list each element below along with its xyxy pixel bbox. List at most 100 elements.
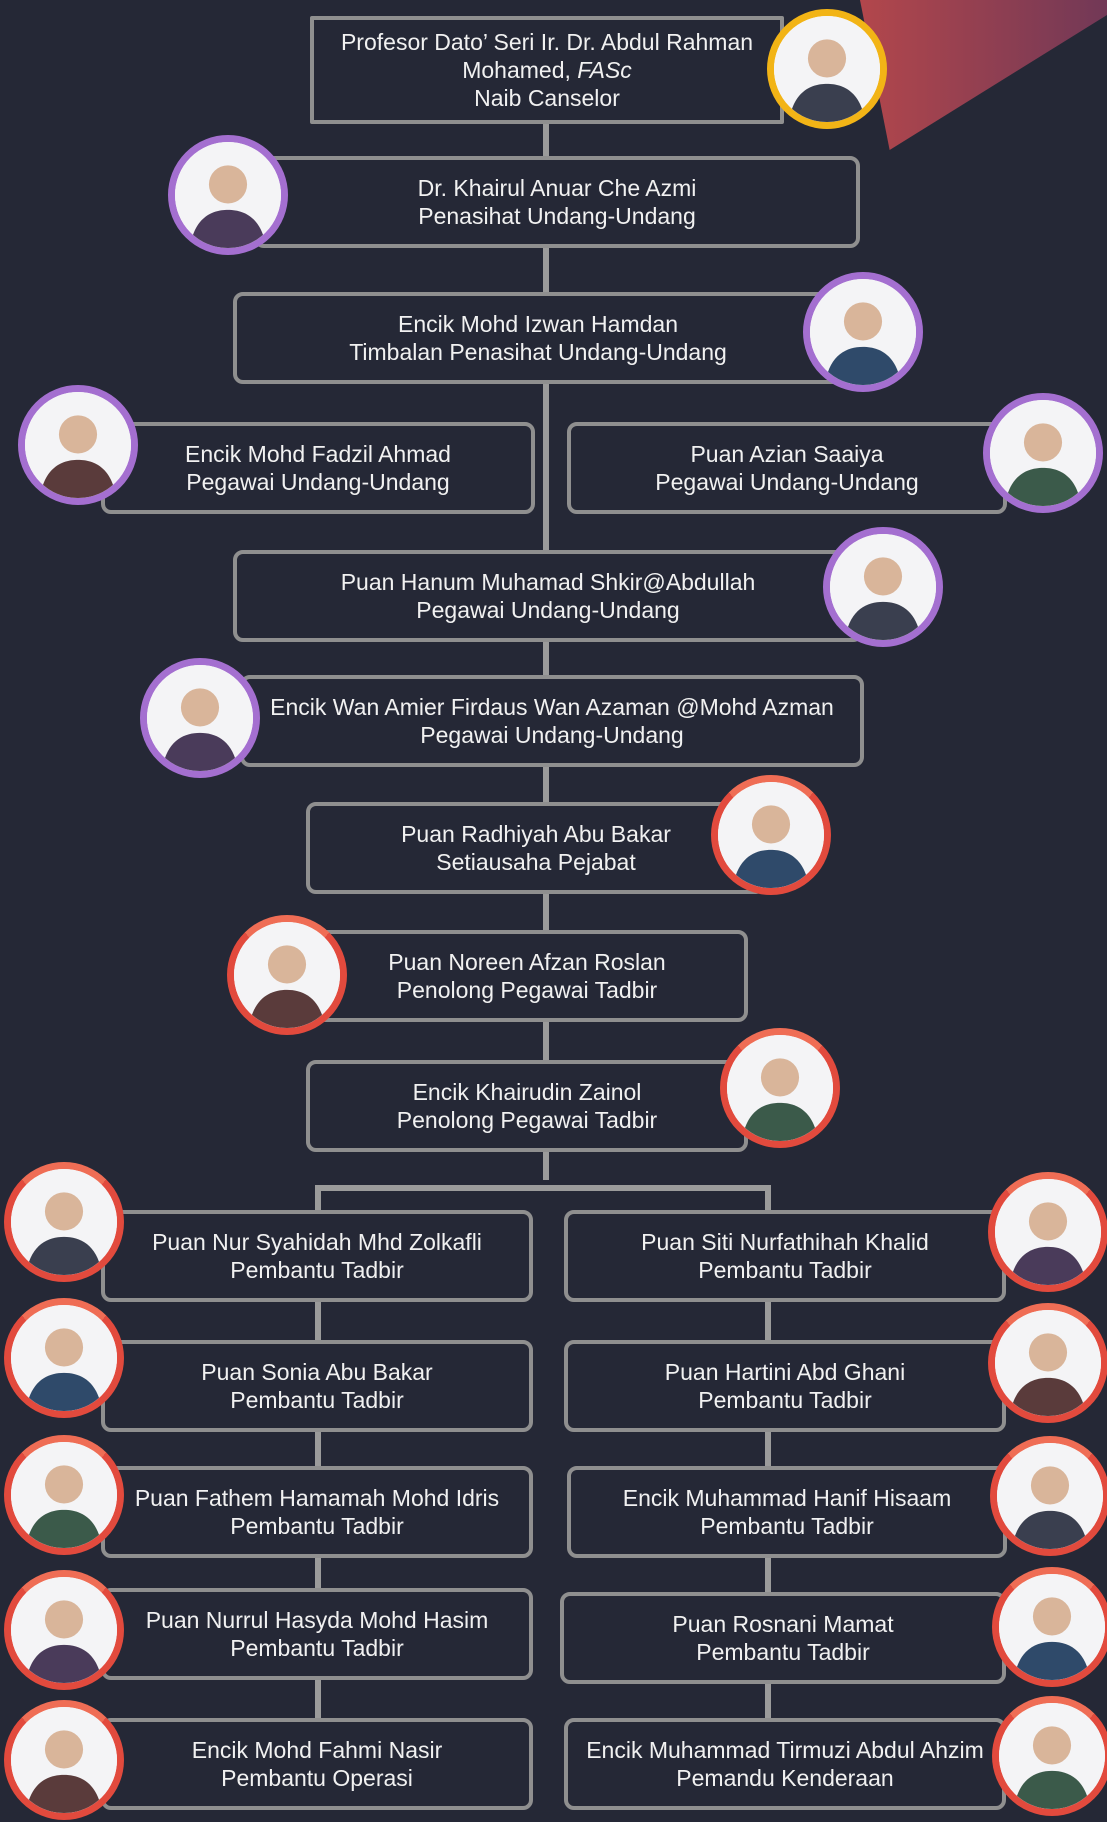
person-name-line-2: Mohamed, FASc — [462, 56, 632, 84]
person-silhouette-icon — [11, 1707, 117, 1813]
person-name: Puan Hartini Abd Ghani — [664, 1359, 906, 1385]
portrait-photo — [4, 1298, 124, 1418]
person-silhouette-icon — [11, 1305, 117, 1411]
portrait-photo — [18, 385, 138, 505]
person-name: Profesor Dato’ Seri Ir. Dr. Abdul Rahman — [340, 29, 754, 55]
person-name: Dr. Khairul Anuar Che Azmi — [417, 175, 697, 201]
connector-line — [765, 1425, 771, 1470]
person-role: Pembantu Tadbir — [698, 1257, 872, 1283]
person-role: Penolong Pegawai Tadbir — [396, 1107, 658, 1133]
person-silhouette-icon — [774, 16, 880, 122]
person-name: Puan Hanum Muhamad Shkir@Abdullah — [340, 569, 756, 595]
person-silhouette-icon — [727, 1035, 833, 1141]
portrait-photo — [227, 915, 347, 1035]
person-silhouette-icon — [810, 279, 916, 385]
portrait-photo — [988, 1172, 1107, 1292]
person-role: Pembantu Operasi — [221, 1765, 413, 1791]
portrait-photo — [990, 1436, 1107, 1556]
person-name: Encik Muhammad Tirmuzi Abdul Ahzim — [586, 1737, 984, 1763]
connector-line — [315, 1185, 771, 1191]
person-role: Pegawai Undang-Undang — [416, 597, 680, 623]
connector-line — [315, 1300, 321, 1345]
person-silhouette-icon — [11, 1169, 117, 1275]
position-box: Profesor Dato’ Seri Ir. Dr. Abdul Rahman… — [310, 16, 784, 124]
connector-line — [765, 1555, 771, 1600]
person-role: Pemandu Kenderaan — [676, 1765, 894, 1791]
person-name: Puan Azian Saaiya — [690, 441, 884, 467]
person-name: Encik Khairudin Zainol — [412, 1079, 642, 1105]
person-name: Encik Mohd Fadzil Ahmad — [185, 441, 451, 467]
portrait-photo — [4, 1162, 124, 1282]
person-role: Timbalan Penasihat Undang-Undang — [349, 339, 727, 365]
portrait-photo — [992, 1567, 1107, 1687]
portrait-photo — [767, 9, 887, 129]
person-name: Puan Nur Syahidah Mhd Zolkafli — [152, 1229, 482, 1255]
portrait-photo — [720, 1028, 840, 1148]
person-name: Encik Muhammad Hanif Hisaam — [622, 1485, 952, 1511]
connector-line — [765, 1300, 771, 1345]
person-silhouette-icon — [147, 665, 253, 771]
portrait-photo — [983, 393, 1103, 513]
person-role: Naib Canselor — [474, 85, 620, 111]
person-role: Pembantu Tadbir — [230, 1635, 404, 1661]
person-role: Setiausaha Pejabat — [436, 849, 636, 875]
person-silhouette-icon — [11, 1577, 117, 1683]
person-silhouette-icon — [830, 534, 936, 640]
person-silhouette-icon — [718, 782, 824, 888]
portrait-photo — [4, 1700, 124, 1820]
person-silhouette-icon — [25, 392, 131, 498]
person-silhouette-icon — [234, 922, 340, 1028]
portrait-photo — [4, 1570, 124, 1690]
person-silhouette-icon — [995, 1179, 1101, 1285]
portrait-photo — [4, 1435, 124, 1555]
portrait-photo — [823, 527, 943, 647]
person-silhouette-icon — [11, 1442, 117, 1548]
decorative-corner-triangle — [860, 0, 1107, 150]
connector-line — [315, 1555, 321, 1600]
person-role: Pegawai Undang-Undang — [420, 722, 684, 748]
person-name: Puan Noreen Afzan Roslan — [388, 949, 666, 975]
person-role: Penolong Pegawai Tadbir — [396, 977, 658, 1003]
person-name: Encik Mohd Fahmi Nasir — [191, 1737, 443, 1763]
honorific-postnominal: FASc — [577, 57, 632, 83]
person-name: Puan Sonia Abu Bakar — [201, 1359, 433, 1385]
connector-line — [543, 120, 549, 1180]
person-silhouette-icon — [995, 1310, 1101, 1416]
person-name: Puan Nurrul Hasyda Mohd Hasim — [145, 1607, 489, 1633]
person-name: Encik Mohd Izwan Hamdan — [398, 311, 678, 337]
person-role: Pembantu Tadbir — [696, 1639, 870, 1665]
person-silhouette-icon — [990, 400, 1096, 506]
portrait-photo — [711, 775, 831, 895]
portrait-photo — [988, 1303, 1107, 1423]
person-role: Penasihat Undang-Undang — [418, 203, 696, 229]
person-name-continuation: Mohamed, — [462, 57, 578, 83]
person-role: Pegawai Undang-Undang — [655, 469, 919, 495]
person-role: Pembantu Tadbir — [230, 1387, 404, 1413]
person-name: Encik Wan Amier Firdaus Wan Azaman @Mohd… — [270, 694, 834, 720]
portrait-photo — [992, 1696, 1107, 1816]
portrait-photo — [140, 658, 260, 778]
person-silhouette-icon — [999, 1574, 1105, 1680]
connector-line — [765, 1680, 771, 1725]
connector-line — [315, 1425, 321, 1470]
portrait-photo — [168, 135, 288, 255]
person-name: Puan Siti Nurfathihah Khalid — [641, 1229, 929, 1255]
person-silhouette-icon — [175, 142, 281, 248]
person-name: Puan Fathem Hamamah Mohd Idris — [134, 1485, 500, 1511]
